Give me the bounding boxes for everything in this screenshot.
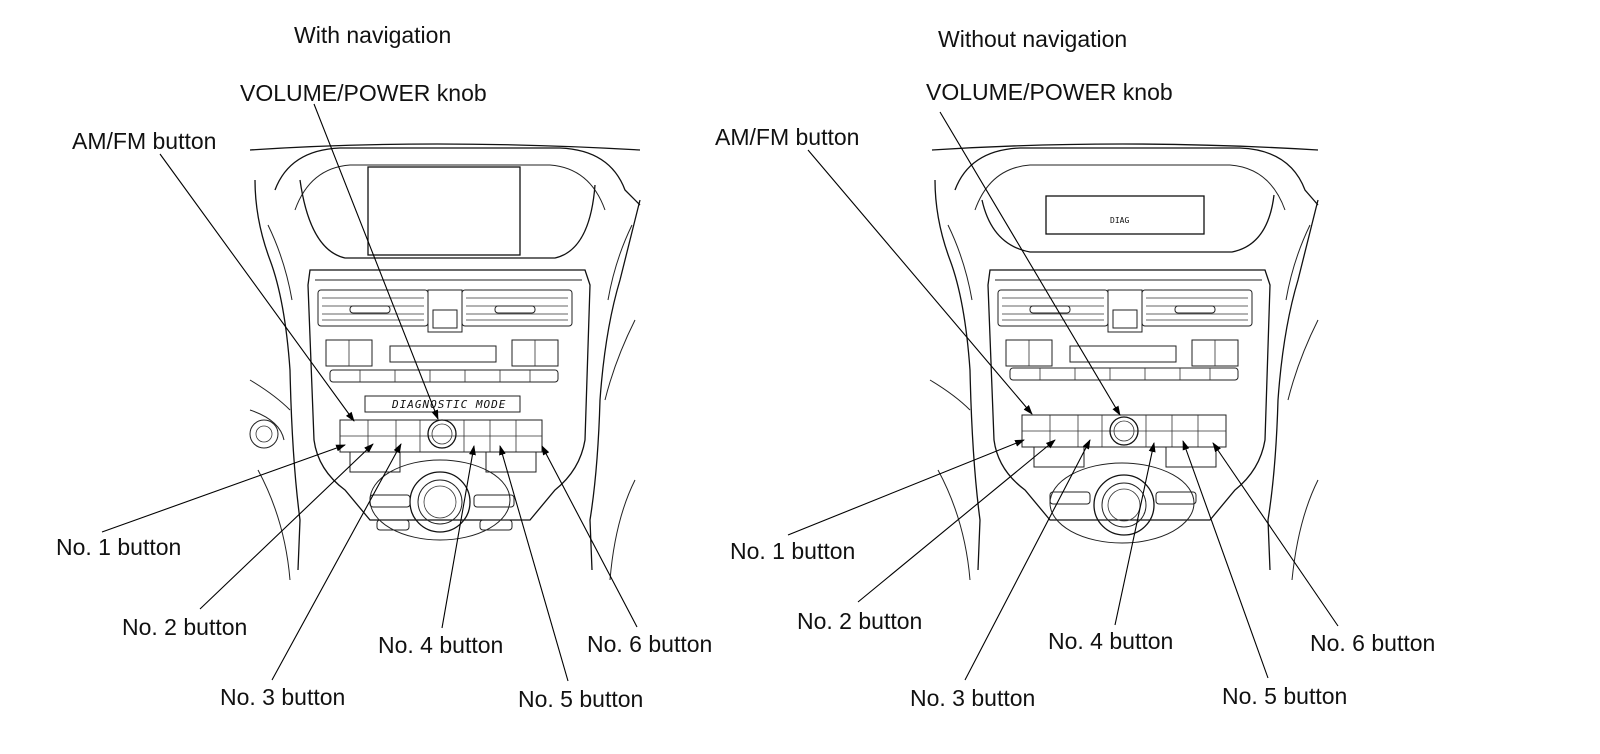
label-no1-button: No. 1 button <box>56 534 182 560</box>
audio-display-text: DIAGNOSTIC MODE <box>391 398 506 411</box>
panel-title-without-navigation: Without navigation <box>938 26 1128 52</box>
mid-display-text: DIAG <box>1110 216 1129 225</box>
dashboard-with-navigation: DIAGNOSTIC MODE <box>249 143 641 581</box>
label-no3-button: No. 3 button <box>220 684 346 710</box>
volume-knob-with-nav <box>427 419 457 449</box>
dashboard-without-navigation: DIAG <box>929 143 1319 581</box>
label-am-fm-button: AM/FM button <box>715 124 860 150</box>
volume-knob-without-nav <box>1109 416 1139 446</box>
panel-title-with-navigation: With navigation <box>294 22 452 48</box>
label-no6-button: No. 6 button <box>587 631 713 657</box>
label-no3-button: No. 3 button <box>910 685 1036 711</box>
label-no5-button: No. 5 button <box>1222 683 1348 709</box>
leaders-with-navigation <box>101 103 638 682</box>
label-no1-button: No. 1 button <box>730 538 856 564</box>
label-volume-power-knob: VOLUME/POWER knob <box>926 79 1173 105</box>
label-volume-power-knob: VOLUME/POWER knob <box>240 80 487 106</box>
label-no5-button: No. 5 button <box>518 686 644 712</box>
label-no4-button: No. 4 button <box>378 632 504 658</box>
label-no4-button: No. 4 button <box>1048 628 1174 654</box>
leaders-without-navigation <box>787 111 1339 681</box>
label-no2-button: No. 2 button <box>797 608 923 634</box>
label-no6-button: No. 6 button <box>1310 630 1436 656</box>
label-no2-button: No. 2 button <box>122 614 248 640</box>
label-am-fm-button: AM/FM button <box>72 128 217 154</box>
